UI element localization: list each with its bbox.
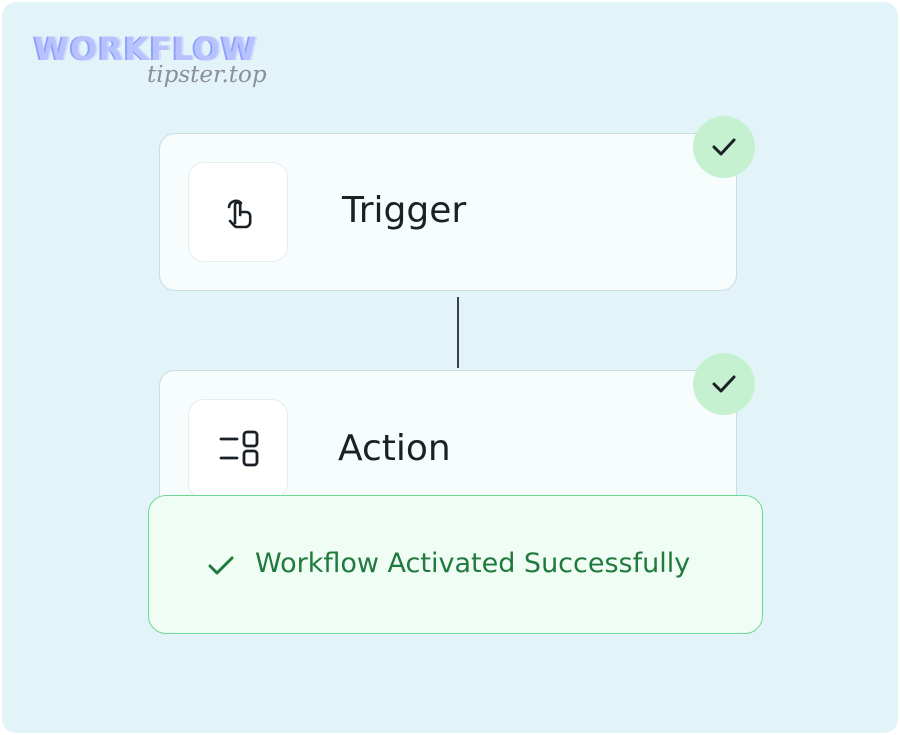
success-toast: Workflow Activated Successfully xyxy=(148,495,763,634)
brand-subtitle: tipster.top xyxy=(147,62,267,88)
action-status-badge xyxy=(693,353,755,415)
trigger-status-badge xyxy=(693,116,755,178)
action-blocks-icon xyxy=(219,430,259,467)
tap-hand-icon xyxy=(227,199,252,229)
trigger-icon-box xyxy=(188,162,288,262)
trigger-node-label: Trigger xyxy=(342,190,467,231)
node-connector-line xyxy=(457,297,459,368)
check-icon xyxy=(208,556,234,575)
trigger-node-card[interactable]: Trigger xyxy=(159,133,737,291)
action-node-label: Action xyxy=(338,428,451,469)
toast-message: Workflow Activated Successfully xyxy=(255,548,691,579)
action-icon-box xyxy=(188,399,288,499)
check-icon xyxy=(712,375,736,393)
brand-logo-word: WORKFLOW xyxy=(34,30,258,68)
brand-watermark: WORKFLOW tipster.top xyxy=(34,30,284,90)
check-icon xyxy=(712,138,736,156)
